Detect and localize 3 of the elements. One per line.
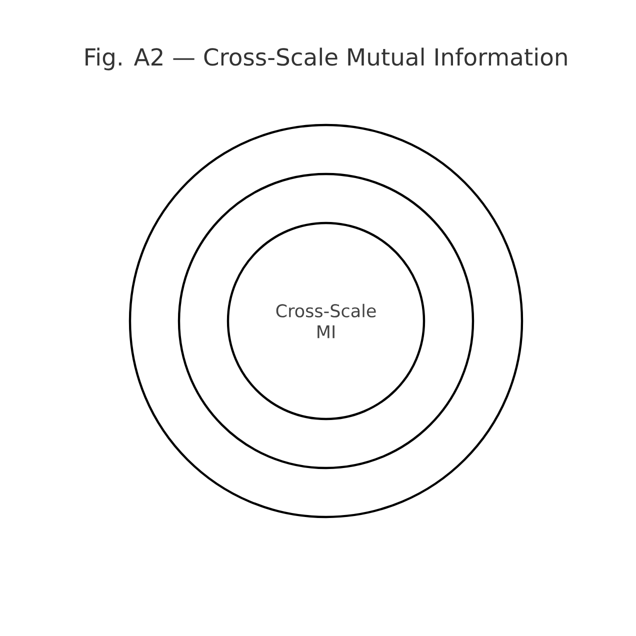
outer-ring — [128, 124, 524, 518]
middle-ring — [178, 172, 474, 470]
title: Fig. A2 — Cross-Scale Mutual Information — [86, 48, 567, 70]
